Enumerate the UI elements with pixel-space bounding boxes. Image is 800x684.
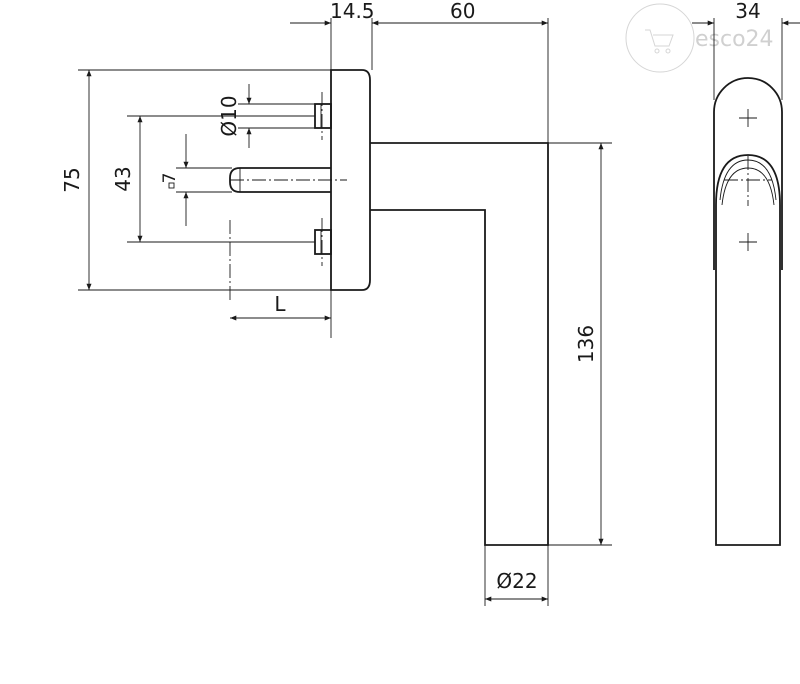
front-view-rose: [713, 77, 783, 270]
dim-screw-spacing: 43: [111, 166, 135, 191]
dim-screw-diameter: Ø10: [217, 95, 241, 136]
lever-body: [370, 142, 549, 546]
dim-spindle-length: L: [274, 292, 286, 316]
rose-plate: [330, 69, 371, 291]
dim-width-side: 34: [735, 0, 760, 23]
dim-lever-length-group: 136: [548, 142, 612, 546]
upper-screw: [314, 103, 332, 129]
front-screw-upper: [739, 109, 757, 127]
dim-width-side-group: 34: [692, 0, 800, 100]
dim-rose-thickness: 14.5: [330, 0, 375, 23]
dim-spindle-group: 7: [160, 134, 232, 226]
lower-screw: [314, 229, 332, 255]
dim-spindle-length-group: L: [229, 290, 332, 338]
dim-screw-diameter-group: Ø10: [217, 84, 315, 148]
dim-screw-spacing-group: 43: [111, 115, 315, 243]
dim-lever-length: 136: [574, 325, 598, 363]
watermark-logo: esco24: [625, 3, 774, 73]
front-spindle-center: [724, 156, 772, 206]
dim-rose-height-group: 75: [60, 69, 331, 291]
dim-top: 14.5 60: [290, 0, 549, 143]
dim-grip-diameter-group: Ø22: [484, 545, 549, 606]
watermark-text: esco24: [695, 27, 774, 52]
dim-rose-height: 75: [60, 167, 84, 192]
dim-grip-diameter: Ø22: [496, 569, 537, 593]
dim-spindle-square: 7: [160, 173, 180, 184]
front-screw-lower: [739, 233, 757, 251]
front-view-lever: [715, 154, 781, 546]
dim-projection: 60: [450, 0, 475, 23]
